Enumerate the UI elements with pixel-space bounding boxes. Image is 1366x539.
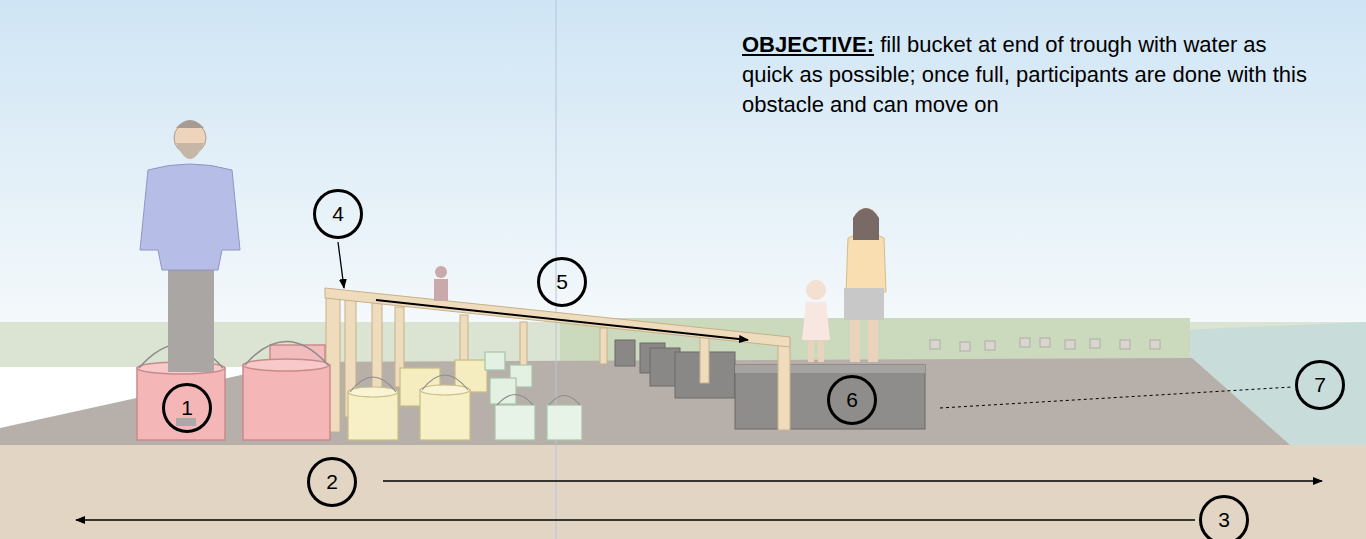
callout-number: 4 xyxy=(332,202,344,226)
callout-number: 1 xyxy=(181,396,193,420)
callout-circle: 5 xyxy=(537,257,587,307)
callout-number: 6 xyxy=(846,388,858,412)
callout-circle: 2 xyxy=(307,457,357,507)
callout-circle: 1 xyxy=(162,383,212,433)
callout-number: 2 xyxy=(326,470,338,494)
objective-note: OBJECTIVE: fill bucket at end of trough … xyxy=(742,30,1322,120)
callout-circle: 6 xyxy=(827,375,877,425)
callout-number: 7 xyxy=(1314,373,1326,397)
callout-circle: 3 xyxy=(1199,495,1249,539)
objective-heading: OBJECTIVE: xyxy=(742,32,874,57)
callout-circle: 4 xyxy=(313,189,363,239)
callout-circle: 7 xyxy=(1295,360,1345,410)
callout-number: 5 xyxy=(556,270,568,294)
callout-number: 3 xyxy=(1218,508,1230,532)
